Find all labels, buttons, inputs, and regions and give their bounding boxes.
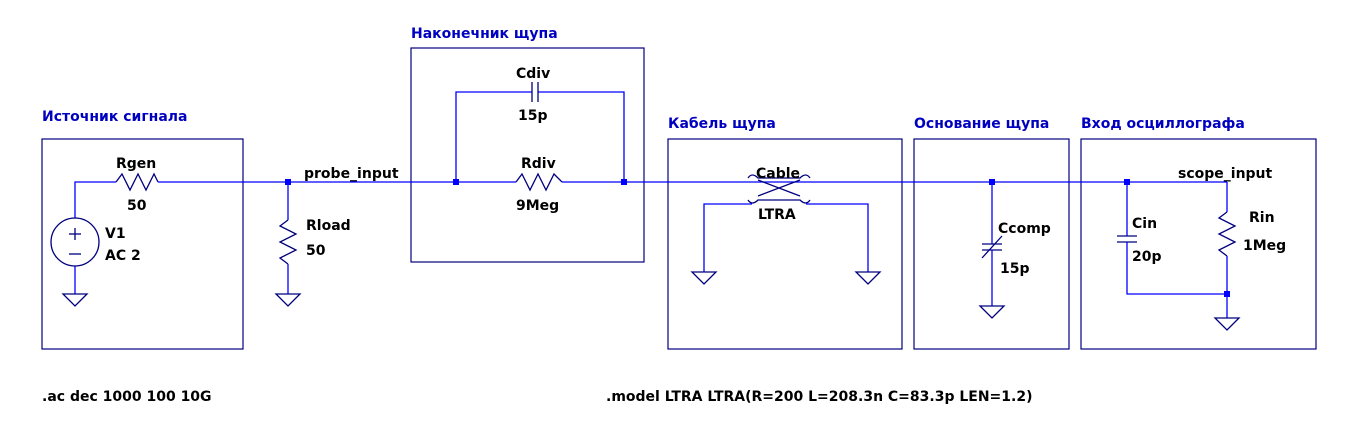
rin-label: Rin xyxy=(1249,210,1275,226)
wire-cin-bottom xyxy=(1126,242,1227,295)
ccomp-value: 15p xyxy=(1000,261,1030,277)
rload-label: Rload xyxy=(306,218,351,234)
cable-value: LTRA xyxy=(758,207,796,223)
ac-directive: .ac dec 1000 100 10G xyxy=(42,389,212,405)
ground-icon xyxy=(274,293,302,307)
v1-source-symbol xyxy=(50,217,100,267)
ground-icon xyxy=(978,305,1006,319)
ground-icon xyxy=(690,271,718,285)
junction-dot xyxy=(1224,291,1230,297)
ground-icon xyxy=(1213,317,1241,331)
source-block-title: Источник сигнала xyxy=(42,109,187,125)
wire-cable-shield-right xyxy=(806,203,869,272)
probe-base-block-box xyxy=(913,138,1070,350)
v1-label: V1 xyxy=(105,226,126,242)
rload-resistor-symbol xyxy=(278,219,298,265)
net-label-scope-input: scope_input xyxy=(1178,166,1273,182)
cin-capacitor-symbol xyxy=(1117,235,1137,243)
probe-tip-block-box xyxy=(410,47,645,263)
junction-dot xyxy=(453,179,459,185)
ground-icon xyxy=(854,271,882,285)
cin-label: Cin xyxy=(1132,216,1157,232)
rin-resistor-symbol xyxy=(1217,211,1237,257)
cable-block-box xyxy=(667,138,903,350)
source-block-box xyxy=(41,138,244,350)
ground-icon xyxy=(61,293,89,307)
probe-base-block-title: Основание щупа xyxy=(914,116,1049,132)
rgen-label: Rgen xyxy=(116,156,156,172)
rload-value: 50 xyxy=(306,243,326,259)
rin-value: 1Meg xyxy=(1243,238,1286,254)
cdiv-capacitor-symbol xyxy=(531,82,539,102)
wire-source xyxy=(74,181,116,294)
rgen-resistor-symbol xyxy=(115,172,159,192)
wire-cdiv-right xyxy=(538,91,625,182)
cin-value: 20p xyxy=(1132,249,1162,265)
cdiv-label: Cdiv xyxy=(516,66,550,82)
cable-label: Cable xyxy=(756,166,800,182)
wire-cdiv-left xyxy=(455,91,532,182)
net-label-probe-input: probe_input xyxy=(304,166,399,182)
rdiv-label: Rdiv xyxy=(521,156,556,172)
rdiv-value: 9Meg xyxy=(516,198,559,214)
cdiv-value: 15p xyxy=(518,108,548,124)
scope-input-block-box xyxy=(1080,138,1317,350)
wire-cable-shield-left xyxy=(703,203,752,272)
rgen-value: 50 xyxy=(127,198,147,214)
rdiv-resistor-symbol xyxy=(515,172,563,192)
cable-block-title: Кабель щупа xyxy=(668,116,776,132)
junction-dot xyxy=(989,179,995,185)
model-directive: .model LTRA LTRA(R=200 L=208.3n C=83.3p … xyxy=(606,389,1032,405)
ccomp-label: Ccomp xyxy=(998,221,1051,237)
cable-tline-symbol xyxy=(747,174,811,204)
junction-dot xyxy=(621,179,627,185)
probe-tip-block-title: Наконечник щупа xyxy=(411,26,558,42)
v1-value: AC 2 xyxy=(105,248,141,264)
junction-dot xyxy=(1124,179,1130,185)
scope-input-block-title: Вход осциллографа xyxy=(1081,116,1245,132)
